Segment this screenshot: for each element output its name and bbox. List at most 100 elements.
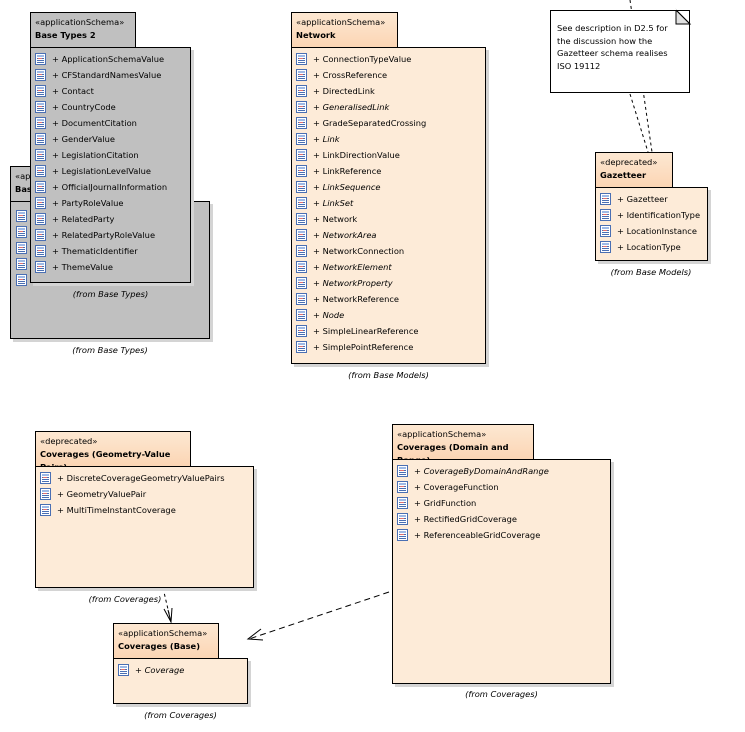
package-item[interactable]: + LegislationLevelValue xyxy=(35,163,167,179)
package-item[interactable]: + IdentificationType xyxy=(600,207,700,223)
package-item-label: + LinkDirectionValue xyxy=(313,150,400,160)
package-origin: (from Base Types) xyxy=(72,289,149,299)
package-item[interactable]: + Link xyxy=(296,131,426,147)
package-item[interactable]: + SimpleLinearReference xyxy=(296,323,426,339)
package-item-label: + SimpleLinearReference xyxy=(313,326,419,336)
dependency-gvp-to-base-arrow xyxy=(163,607,173,624)
package-item[interactable]: + RectifiedGridCoverage xyxy=(397,511,549,527)
class-icon xyxy=(397,481,408,493)
package-item[interactable]: + GenderValue xyxy=(35,131,167,147)
class-icon xyxy=(35,261,46,273)
class-icon xyxy=(35,101,46,113)
package-origin: (from Base Models) xyxy=(348,370,429,380)
package-item[interactable]: + OfficialJournalInformation xyxy=(35,179,167,195)
package-item[interactable]: + RelatedPartyRoleValue xyxy=(35,227,167,243)
package-item[interactable]: + NetworkProperty xyxy=(296,275,426,291)
class-icon xyxy=(40,472,51,484)
package-item[interactable]: + MultiTimeInstantCoverage xyxy=(40,502,225,518)
package-item[interactable]: + DirectedLink xyxy=(296,83,426,99)
note-link-line xyxy=(629,93,649,153)
class-icon xyxy=(296,165,307,177)
class-icon xyxy=(35,197,46,209)
hidden-items xyxy=(16,210,33,290)
note[interactable]: See description in D2.5 for the discussi… xyxy=(550,10,690,93)
package-item[interactable]: + SimplePointReference xyxy=(296,339,426,355)
class-icon xyxy=(35,69,46,81)
package-item[interactable]: + CountryCode xyxy=(35,99,167,115)
package-item-label: + CoverageByDomainAndRange xyxy=(414,466,549,476)
package-item-label: + Gazetteer xyxy=(617,194,668,204)
package-item-label: + GradeSeparatedCrossing xyxy=(313,118,427,128)
stereotype: «applicationSchema» xyxy=(35,17,125,27)
package-item[interactable]: + CoverageByDomainAndRange xyxy=(397,463,549,479)
package-item[interactable]: + PartyRoleValue xyxy=(35,195,167,211)
package-item-label: + MultiTimeInstantCoverage xyxy=(57,505,176,515)
package-item[interactable]: + LocationType xyxy=(600,239,700,255)
package-tab: «applicationSchema» Coverages (Base) xyxy=(113,623,219,659)
class-icon xyxy=(600,209,611,221)
package-item[interactable]: + CoverageFunction xyxy=(397,479,549,495)
package-origin: (from Base Models) xyxy=(610,267,692,277)
package-body: + Coverage xyxy=(113,658,248,704)
package-item[interactable]: + Coverage xyxy=(118,662,184,678)
package-item[interactable]: + GradeSeparatedCrossing xyxy=(296,115,426,131)
package-item[interactable]: + ThemeValue xyxy=(35,259,167,275)
package-item[interactable]: + NetworkConnection xyxy=(296,243,426,259)
package-item[interactable]: + CrossReference xyxy=(296,67,426,83)
package-item[interactable]: + LinkSequence xyxy=(296,179,426,195)
package-item-label: + OfficialJournalInformation xyxy=(52,182,168,192)
package-item-label: + IdentificationType xyxy=(617,210,701,220)
package-item-label: + LegislationCitation xyxy=(52,150,139,160)
package-item[interactable]: + LinkSet xyxy=(296,195,426,211)
package-item[interactable]: + Gazetteer xyxy=(600,191,700,207)
package-name: Gazetteer xyxy=(600,170,647,180)
class-icon xyxy=(296,213,307,225)
package-item[interactable]: + CFStandardNamesValue xyxy=(35,67,167,83)
package-item[interactable]: + GeneralisedLink xyxy=(296,99,426,115)
package-origin: (from Base Types) xyxy=(72,345,148,355)
package-tab: «applicationSchema» Base Types 2 xyxy=(30,12,136,48)
package-item[interactable]: + ReferenceableGridCoverage xyxy=(397,527,549,543)
class-icon xyxy=(16,274,27,286)
package-item-label: + GridFunction xyxy=(414,498,477,508)
package-item[interactable]: + ThematicIdentifier xyxy=(35,243,167,259)
package-item-label: + DirectedLink xyxy=(313,86,375,96)
class-icon xyxy=(600,225,611,237)
class-icon xyxy=(296,181,307,193)
package-item[interactable]: + LegislationCitation xyxy=(35,147,167,163)
package-item[interactable]: + DiscreteCoverageGeometryValuePairs xyxy=(40,470,225,486)
package-item[interactable]: + NetworkElement xyxy=(296,259,426,275)
package-item[interactable]: + LinkReference xyxy=(296,163,426,179)
package-item-label: + LocationType xyxy=(617,242,681,252)
package-item-label: + SimplePointReference xyxy=(313,342,414,352)
package-item[interactable]: + GridFunction xyxy=(397,495,549,511)
package-item[interactable]: + NetworkArea xyxy=(296,227,426,243)
package-item[interactable]: + ApplicationSchemaValue xyxy=(35,51,167,67)
class-icon xyxy=(16,226,27,238)
package-item[interactable]: + Node xyxy=(296,307,426,323)
package-item[interactable]: + Network xyxy=(296,211,426,227)
package-item-label: + NetworkElement xyxy=(313,262,392,272)
package-item[interactable]: + LocationInstance xyxy=(600,223,700,239)
class-icon xyxy=(35,245,46,257)
package-item[interactable]: + Contact xyxy=(35,83,167,99)
package-item-label: + ApplicationSchemaValue xyxy=(52,54,165,64)
class-icon xyxy=(296,117,307,129)
package-body: + CoverageByDomainAndRange + CoverageFunc… xyxy=(392,459,611,684)
class-icon xyxy=(296,245,307,257)
package-tab: «applicationSchema» Coverages (Domain an… xyxy=(392,424,534,465)
class-icon xyxy=(35,229,46,241)
package-item[interactable]: + DocumentCitation xyxy=(35,115,167,131)
package-item[interactable]: + LinkDirectionValue xyxy=(296,147,426,163)
package-item-label: + NetworkConnection xyxy=(313,246,405,256)
class-icon xyxy=(35,133,46,145)
package-item[interactable]: + GeometryValuePair xyxy=(40,486,225,502)
package-tab: «deprecated» Coverages (Geometry-Value P… xyxy=(35,431,191,472)
package-item[interactable]: + NetworkReference xyxy=(296,291,426,307)
package-item[interactable]: + ConnectionTypeValue xyxy=(296,51,426,67)
class-icon xyxy=(600,193,611,205)
package-item[interactable]: + RelatedParty xyxy=(35,211,167,227)
class-icon xyxy=(35,53,46,65)
class-icon xyxy=(296,69,307,81)
dependency-gvp-to-base-arrow-2 xyxy=(167,609,172,623)
